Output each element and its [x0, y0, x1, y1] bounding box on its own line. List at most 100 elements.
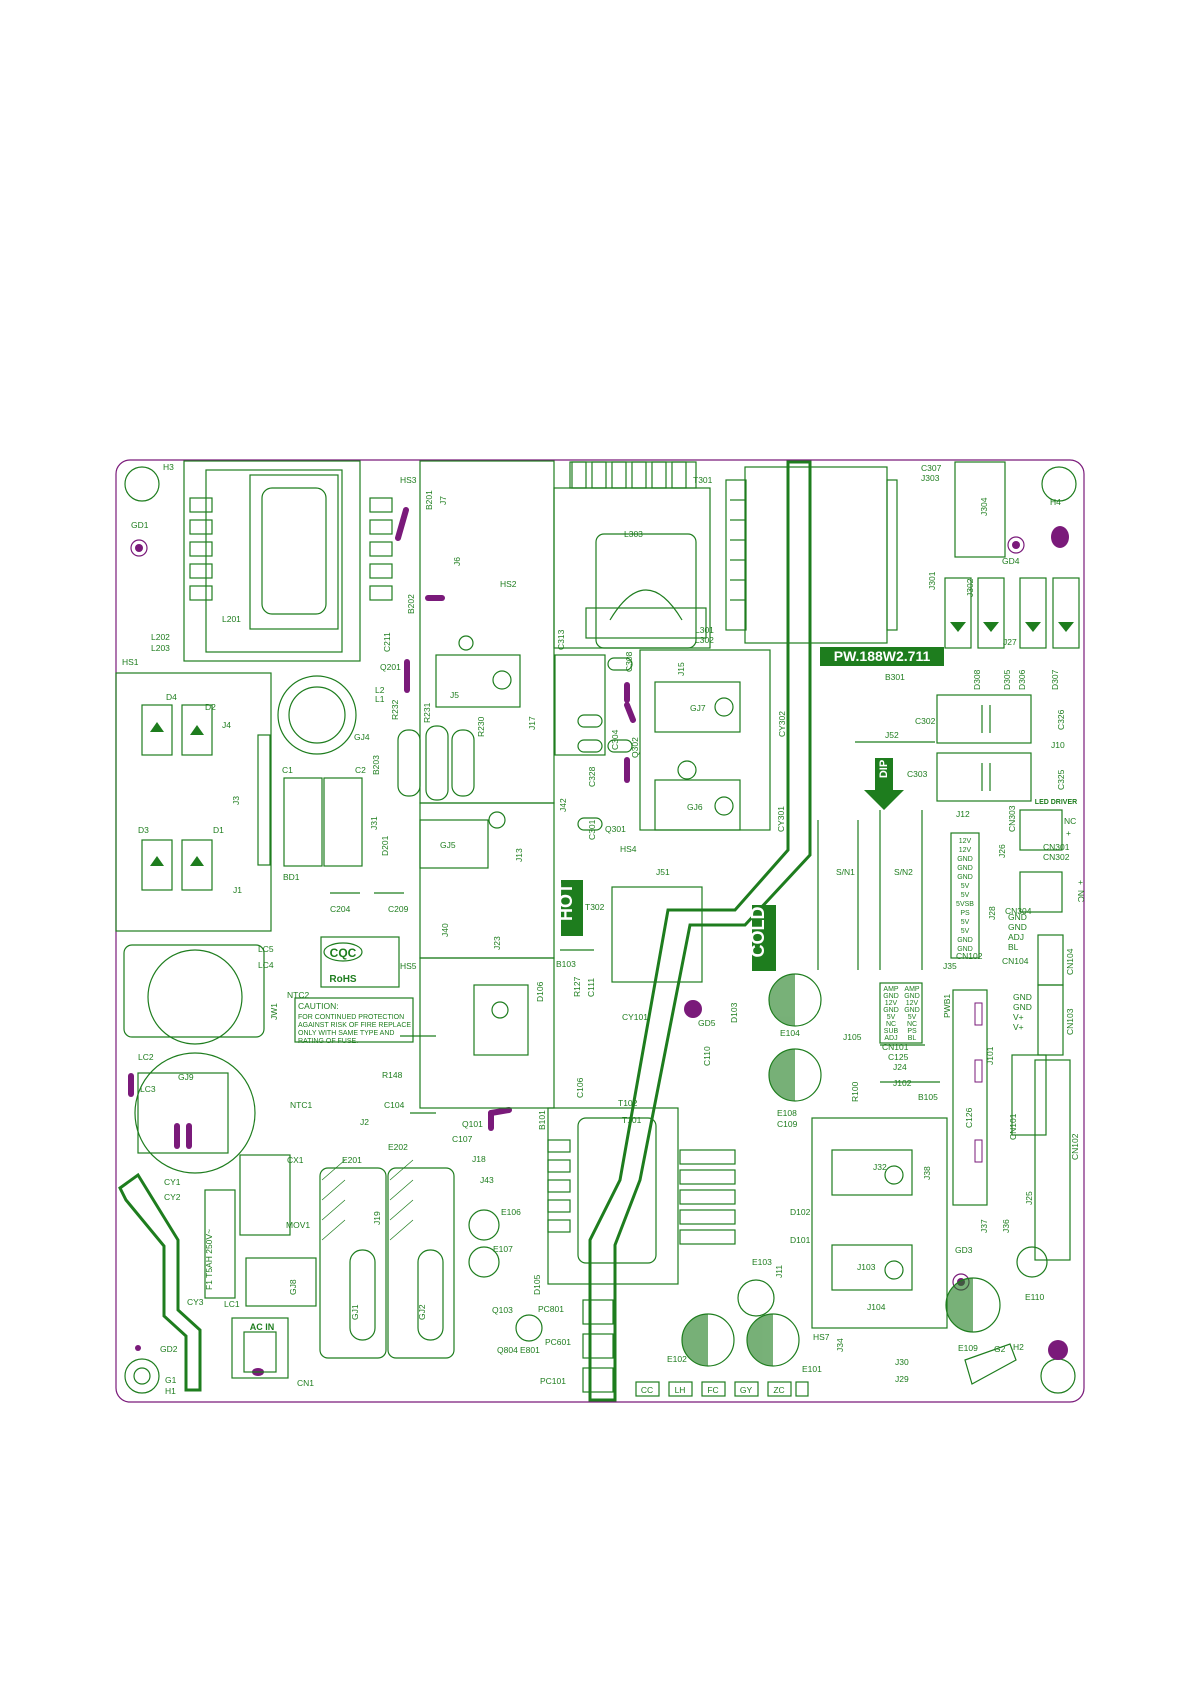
svg-text:C325: C325	[1056, 769, 1066, 790]
ground-pad-h2	[1048, 1340, 1068, 1360]
connector-cn103	[1037, 984, 1064, 1056]
svg-text:C1: C1	[282, 765, 293, 775]
svg-text:PC801: PC801	[538, 1304, 564, 1314]
svg-text:D101: D101	[790, 1235, 811, 1245]
svg-text:J40: J40	[440, 923, 450, 937]
svg-text:Q103: Q103	[492, 1305, 513, 1315]
cqc-logo-text: CQC	[330, 946, 357, 960]
svg-text:LC2: LC2	[138, 1052, 154, 1062]
sn2-label: S/N2	[894, 867, 913, 877]
svg-text:L1: L1	[375, 694, 385, 704]
svg-text:J15: J15	[676, 662, 686, 676]
svg-text:NC: NC	[907, 1021, 917, 1028]
svg-text:E110: E110	[1025, 1292, 1044, 1302]
svg-text:LC1: LC1	[224, 1299, 240, 1309]
gj7-block	[654, 681, 741, 733]
svg-text:HS1: HS1	[122, 657, 139, 667]
transformer-t301	[553, 461, 711, 649]
svg-text:GD4: GD4	[1002, 556, 1020, 566]
fuse-label: F1 T5AH 250V~	[204, 1229, 214, 1290]
svg-text:J101: J101	[985, 1046, 995, 1065]
svg-text:C110: C110	[702, 1046, 712, 1066]
svg-text:CN102: CN102	[1070, 1133, 1080, 1160]
svg-text:J105: J105	[843, 1032, 862, 1042]
caution-box	[294, 997, 414, 1043]
svg-text:CY1: CY1	[164, 1177, 181, 1187]
svg-text:AMP: AMP	[904, 986, 920, 993]
svg-text:PS: PS	[907, 1028, 917, 1035]
ac-in-label: AC IN	[250, 1322, 275, 1332]
svg-text:NTC2: NTC2	[287, 990, 309, 1000]
svg-text:5V: 5V	[961, 928, 970, 935]
svg-text:12V: 12V	[959, 838, 972, 845]
jumper-marks	[128, 507, 636, 1149]
svg-text:E103: E103	[752, 1257, 772, 1267]
svg-text:E104: E104	[780, 1028, 800, 1038]
transformer-t302	[611, 886, 703, 983]
svg-text:C304: C304	[610, 729, 620, 750]
svg-text:GD1: GD1	[131, 520, 149, 530]
svg-text:C111: C111	[586, 978, 596, 997]
svg-text:12V: 12V	[959, 847, 972, 854]
diode-bank-d305-d308	[944, 577, 1080, 649]
svg-text:HS3: HS3	[400, 475, 417, 485]
svg-text:C125: C125	[888, 1052, 909, 1062]
connector-zc: ZC	[773, 1385, 784, 1395]
gj5-block	[419, 819, 489, 869]
svg-text:MOV1: MOV1	[286, 1220, 310, 1230]
svg-text:NC: NC	[886, 1021, 896, 1028]
svg-text:C126: C126	[964, 1107, 974, 1128]
capacitor-c303	[936, 752, 1032, 802]
cold-label: COLD	[748, 907, 768, 958]
capacitor-c1	[283, 777, 323, 867]
svg-text:L303: L303	[624, 529, 643, 539]
svg-text:CN103: CN103	[1065, 1008, 1075, 1035]
svg-text:LC5: LC5	[258, 944, 274, 954]
svg-text:C328: C328	[587, 766, 597, 787]
svg-text:D105: D105	[532, 1274, 542, 1295]
svg-text:J52: J52	[885, 730, 899, 740]
svg-text:T102: T102	[618, 1098, 638, 1108]
ground-dot-gd5	[684, 1000, 702, 1018]
connector-cn304	[1019, 871, 1063, 913]
svg-text:B203: B203	[371, 755, 381, 775]
svg-text:J12: J12	[956, 809, 970, 819]
svg-text:B301: B301	[885, 672, 905, 682]
svg-text:D3: D3	[138, 825, 149, 835]
svg-text:CN101: CN101	[1008, 1113, 1018, 1140]
svg-text:GJ1: GJ1	[350, 1304, 360, 1320]
svg-text:L202: L202	[151, 632, 170, 642]
svg-text:HS4: HS4	[620, 844, 637, 854]
svg-text:GD2: GD2	[160, 1344, 178, 1354]
svg-text:J301: J301	[927, 571, 937, 590]
cn104-pin-labels: GND GND ADJ BL	[1008, 912, 1027, 952]
svg-text:GJ8: GJ8	[288, 1279, 298, 1295]
svg-text:E106: E106	[501, 1207, 521, 1217]
svg-text:D2: D2	[205, 702, 216, 712]
svg-text:J304: J304	[979, 497, 989, 516]
cn302-pin-plus: +	[1076, 880, 1086, 885]
svg-text:B201: B201	[424, 490, 434, 510]
gj8-block	[245, 1257, 317, 1307]
svg-text:L203: L203	[151, 643, 170, 653]
svg-text:12V: 12V	[885, 1000, 898, 1007]
svg-text:J27: J27	[1003, 637, 1017, 647]
svg-text:CY3: CY3	[187, 1297, 204, 1307]
svg-text:D103: D103	[729, 1002, 739, 1023]
connector-cc: CC	[641, 1385, 653, 1395]
svg-text:CX1: CX1	[287, 1155, 304, 1165]
svg-text:R230: R230	[476, 716, 486, 737]
svg-text:D4: D4	[166, 692, 177, 702]
svg-text:C302: C302	[915, 716, 936, 726]
caution-line-3: ONLY WITH SAME TYPE AND	[298, 1030, 394, 1037]
svg-text:5V: 5V	[887, 1014, 896, 1021]
svg-text:D305: D305	[1002, 669, 1012, 690]
cqc-rohs-box	[320, 936, 400, 988]
svg-text:H1: H1	[165, 1386, 176, 1396]
svg-text:J13: J13	[514, 848, 524, 862]
svg-text:D1: D1	[213, 825, 224, 835]
svg-text:CN303: CN303	[1007, 805, 1017, 832]
led-driver-label: LED DRIVER	[1035, 799, 1077, 806]
svg-text:L201: L201	[222, 614, 241, 624]
svg-text:T301: T301	[693, 475, 713, 485]
